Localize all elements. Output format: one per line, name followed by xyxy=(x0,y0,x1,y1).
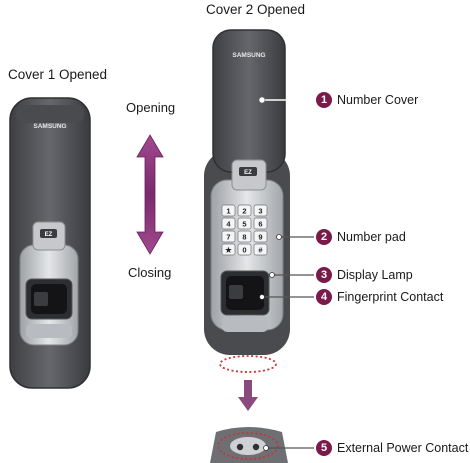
ez-badge-1: EZ xyxy=(45,232,53,238)
keypad-key-label: 5 xyxy=(242,220,246,229)
keypad-key[interactable] xyxy=(253,204,268,217)
callout-display-lamp: 3 Display Lamp xyxy=(316,267,413,283)
keypad-key-label: 8 xyxy=(242,233,246,242)
opening-label: Opening xyxy=(126,100,176,115)
keypad-key-label: 2 xyxy=(242,207,246,216)
callout-badge: 5 xyxy=(316,440,332,456)
lock-cover2: SAMSUNG EZ 1 2 3 4 5 6 7 8 9 ★ 0 # xyxy=(204,29,290,463)
callout-label: External Power Contact xyxy=(337,441,469,455)
callout-external-power-contact: 5 External Power Contact xyxy=(316,440,468,456)
callout-number-cover: 1 Number Cover xyxy=(316,92,418,108)
callout-badge: 1 xyxy=(316,92,332,108)
callout-label: Number pad xyxy=(337,230,406,244)
cover1-title: Cover 1 Opened xyxy=(8,67,108,82)
callout-label: Display Lamp xyxy=(337,268,413,282)
keypad-key-label: 7 xyxy=(226,233,230,242)
keypad-key[interactable] xyxy=(221,204,236,217)
open-close-arrow xyxy=(136,134,164,255)
keypad-key[interactable] xyxy=(237,204,252,217)
down-arrow xyxy=(238,380,258,411)
callout-label: Number Cover xyxy=(337,93,419,107)
ez-badge-2: EZ xyxy=(244,170,252,176)
callout-number-pad: 2 Number pad xyxy=(316,229,406,245)
callout-badge: 4 xyxy=(316,289,332,305)
keypad-key[interactable] xyxy=(253,217,268,230)
power-contact-highlight xyxy=(219,355,277,373)
keypad-key[interactable] xyxy=(253,243,268,256)
keypad-key-label: 3 xyxy=(258,207,262,216)
callout-label: Fingerprint Contact xyxy=(337,290,444,304)
keypad-key[interactable] xyxy=(221,243,236,256)
cover2-title: Cover 2 Opened xyxy=(206,2,306,17)
callout-badge: 3 xyxy=(316,267,332,283)
brand-text-1: SAMSUNG xyxy=(33,123,66,130)
keypad-key-label: ★ xyxy=(225,246,233,255)
callout-fingerprint-contact: 4 Fingerprint Contact xyxy=(316,289,443,305)
keypad-key-label: 0 xyxy=(242,246,246,255)
keypad-key-label: # xyxy=(258,246,263,255)
closing-label: Closing xyxy=(128,265,172,280)
lock-cover1: SAMSUNG EZ xyxy=(9,97,91,389)
keypad-key-label: 4 xyxy=(226,220,231,229)
leader-lines xyxy=(258,96,314,451)
keypad-key-label: 1 xyxy=(226,207,230,216)
keypad-key[interactable] xyxy=(221,217,236,230)
keypad-key[interactable] xyxy=(253,230,268,243)
keypad-key-label: 9 xyxy=(258,233,262,242)
brand-text-2: SAMSUNG xyxy=(232,52,265,59)
keypad-key-label: 6 xyxy=(258,220,262,229)
keypad-key[interactable] xyxy=(237,217,252,230)
keypad-key[interactable] xyxy=(221,230,236,243)
callout-badge: 2 xyxy=(316,229,332,245)
keypad-key[interactable] xyxy=(237,230,252,243)
keypad-key[interactable] xyxy=(237,243,252,256)
number-pad: 1 2 3 4 5 6 7 8 9 ★ 0 # xyxy=(221,204,268,256)
